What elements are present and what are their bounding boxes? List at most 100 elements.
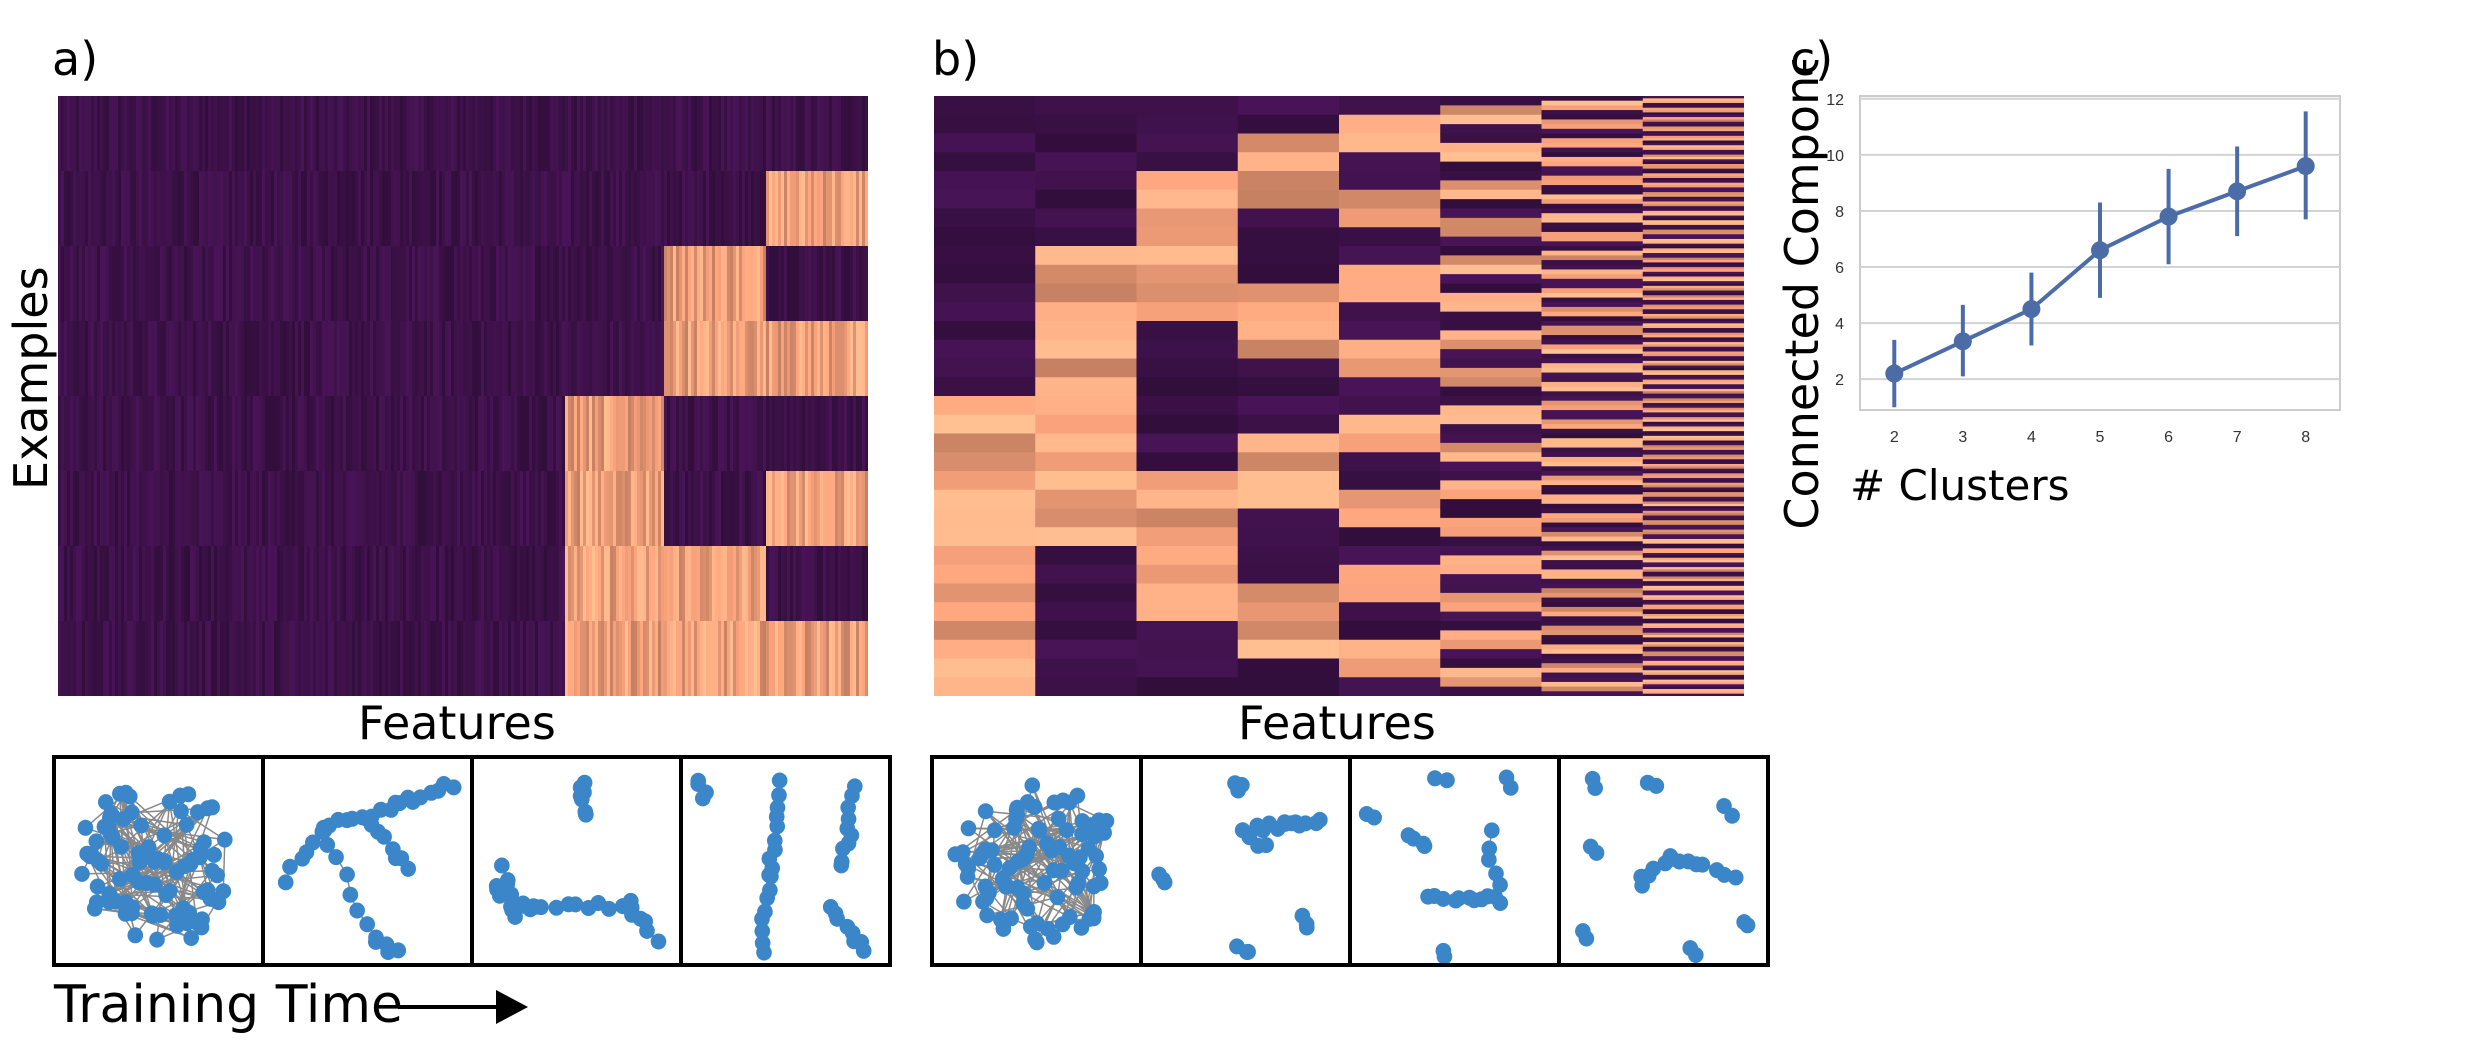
graph-node [305,834,321,851]
graph-node [316,822,333,839]
graph-node [1053,862,1070,879]
graph-snapshot-1 [934,759,1143,963]
graph-node [956,893,972,910]
panel-b-label: b) [932,32,980,86]
graph-node [1061,909,1078,925]
y-tick-label: 12 [1826,92,1844,109]
graph-node [342,886,359,903]
graph-node [981,884,997,901]
graph-node [97,794,114,811]
graph-node [855,942,872,959]
graph-node [445,779,462,796]
graph-node [1578,930,1595,947]
graph-node [1009,879,1026,896]
heatmap-a-xlabel: Features [358,696,556,750]
graph-snapshot-2 [265,759,474,963]
graph-node [567,896,584,913]
x-tick-label: 5 [2096,429,2105,446]
graph-node [1447,892,1464,909]
graph-node [1091,861,1107,878]
graph-node [207,892,224,909]
graph-node [507,908,523,925]
heatmap-b-cells [934,96,1744,696]
graph-node [1366,809,1382,826]
graph-node [1074,863,1091,880]
graph-node [189,804,206,821]
graph-node [156,827,173,844]
graph-node [121,788,138,805]
graph-node [93,855,110,872]
graph-node [1073,919,1090,936]
graph-node [1436,948,1453,963]
heatmap-a [58,96,868,696]
graph-snapshot-1 [56,759,265,963]
graph-node [1050,810,1067,827]
graph-node [173,803,189,820]
x-tick-label: 4 [2027,429,2036,446]
graph-node [1070,875,1086,892]
graph-node [1727,869,1744,886]
graph-node [152,907,169,923]
graph-node [1481,851,1497,868]
graph-node [196,834,212,851]
graph-node [1015,850,1032,867]
graph-node [639,922,655,939]
y-tick-label: 8 [1835,204,1844,221]
graph-node [947,846,964,863]
heatmap-b-xlabel: Features [1238,696,1436,750]
graph-node [533,899,549,916]
graph-node [209,867,225,884]
graph-node [835,840,851,857]
graph-node [1015,895,1032,912]
graph-node [189,914,205,931]
graph-snapshot-2 [1143,759,1352,963]
graph-node [1006,819,1022,836]
graph-node [1312,811,1328,828]
graph-node [339,866,355,883]
graph-node [763,868,779,885]
graph-node [1502,779,1519,796]
y-tick-label: 10 [1826,148,1844,165]
right-arrow-icon [398,990,528,1024]
graph-snapshot-4 [1561,759,1766,963]
graph-node [1645,860,1662,877]
graph-node [578,806,594,823]
graph-node [1086,904,1102,920]
graph-node [1724,807,1740,824]
y-axis-title: Connected Components [1775,60,1829,530]
graph-node [88,833,105,850]
graph-node [1058,822,1075,839]
x-tick-label: 3 [1958,429,1967,446]
graph-node [180,786,197,803]
graph-node [695,790,711,807]
graph-node [328,849,344,866]
graph-node [74,865,90,882]
graph-node [216,831,233,848]
x-tick-label: 2 [1890,429,1899,446]
graph-node [161,883,178,900]
graph-snapshot-3 [474,759,683,963]
graph-node [503,886,520,903]
graph-node [494,857,510,874]
graph-node [601,900,617,917]
data-point [1885,364,1904,383]
data-point [2022,300,2041,319]
x-tick-label: 7 [2233,429,2242,446]
graph-node [840,799,856,816]
graph-node [1086,828,1103,845]
graph-node [1030,820,1047,837]
graph-node [1024,777,1041,794]
graph-node [1069,787,1086,804]
heatmap-a-cells [58,96,868,696]
graph-node [1055,792,1071,809]
graph-node [1587,780,1603,796]
graph-node [88,894,105,911]
graph-node [112,870,128,887]
graph-edge [180,810,226,841]
graph-node [124,804,140,821]
graph-node [1688,947,1704,963]
graph-node [759,890,775,907]
graph-node [1240,943,1256,960]
graph-node [1739,917,1756,934]
